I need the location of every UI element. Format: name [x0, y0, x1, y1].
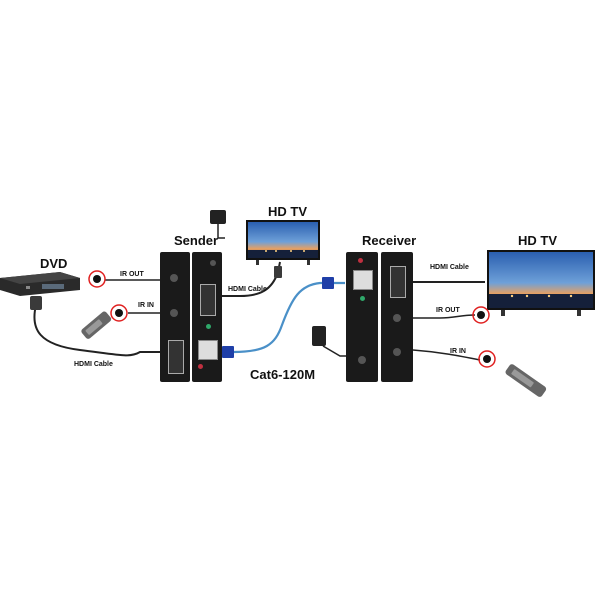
sender-unit: [160, 252, 190, 382]
receiver-led-red: [358, 258, 363, 263]
remote-control-left: [78, 310, 114, 346]
dvd-player: [0, 272, 80, 296]
sender-unit-back: [192, 252, 222, 382]
sender-ir-out-port: [170, 274, 178, 282]
rj45-connector-sender: [222, 346, 234, 358]
remote-control-right: [500, 360, 550, 400]
label-sender: Sender: [174, 233, 219, 248]
dvd-hdmi-plug: [30, 296, 42, 310]
label-hdmi-cable-bottom-left: HDMI Cable: [74, 361, 113, 368]
label-hd-tv-right: HD TV: [518, 233, 557, 248]
sender-power-adapter: [210, 210, 226, 224]
label-ir-out-left: IR OUT: [120, 271, 144, 278]
receiver-power-port: [358, 356, 366, 364]
receiver-ir-in-port: [393, 348, 401, 356]
power-cable-sender: [217, 222, 225, 239]
hdmi-plug-tv-left: [274, 266, 282, 278]
ir-in-cable-right: [412, 349, 481, 361]
ir-emitter-left: [88, 270, 106, 288]
label-ir-in-right: IR IN: [450, 348, 466, 355]
label-hd-tv-left: HD TV: [268, 204, 307, 219]
label-cat-cable: Cat6-120M: [250, 367, 316, 382]
label-hdmi-cable-center: HDMI Cable: [228, 286, 267, 293]
receiver-ir-out-port: [393, 314, 401, 322]
receiver-hdmi-out-port: [390, 266, 406, 298]
ir-receiver-left: [110, 304, 128, 322]
label-ir-out-right: IR OUT: [436, 307, 460, 314]
sender-status-led: [206, 324, 211, 329]
cat6-cable: [232, 281, 345, 354]
sender-rj45-port: [198, 340, 218, 360]
receiver-rj45-port: [353, 270, 373, 290]
receiver-unit-front: [381, 252, 413, 382]
label-ir-in-left: IR IN: [138, 302, 154, 309]
receiver-power-adapter: [312, 326, 326, 346]
sender-ir-in-port: [170, 309, 178, 317]
sender-led-red: [198, 364, 203, 369]
ir-out-cable-right: [413, 314, 476, 319]
sender-hdmi-in-port: [168, 340, 184, 374]
sender-hdmi-out-port: [200, 284, 216, 316]
label-hdmi-cable-right: HDMI Cable: [430, 264, 469, 271]
receiver-unit: [346, 252, 378, 382]
sender-power-port: [210, 260, 216, 266]
ir-emitter-right: [472, 306, 490, 324]
receiver-status-led: [360, 296, 365, 301]
label-receiver: Receiver: [362, 233, 417, 248]
label-dvd: DVD: [40, 256, 68, 271]
rj45-connector-receiver: [322, 277, 334, 289]
hd-tv-right: [487, 250, 595, 316]
hd-tv-left: [246, 220, 320, 266]
hdmi-cable-dvd: [33, 304, 160, 357]
ir-receiver-right: [478, 350, 496, 368]
